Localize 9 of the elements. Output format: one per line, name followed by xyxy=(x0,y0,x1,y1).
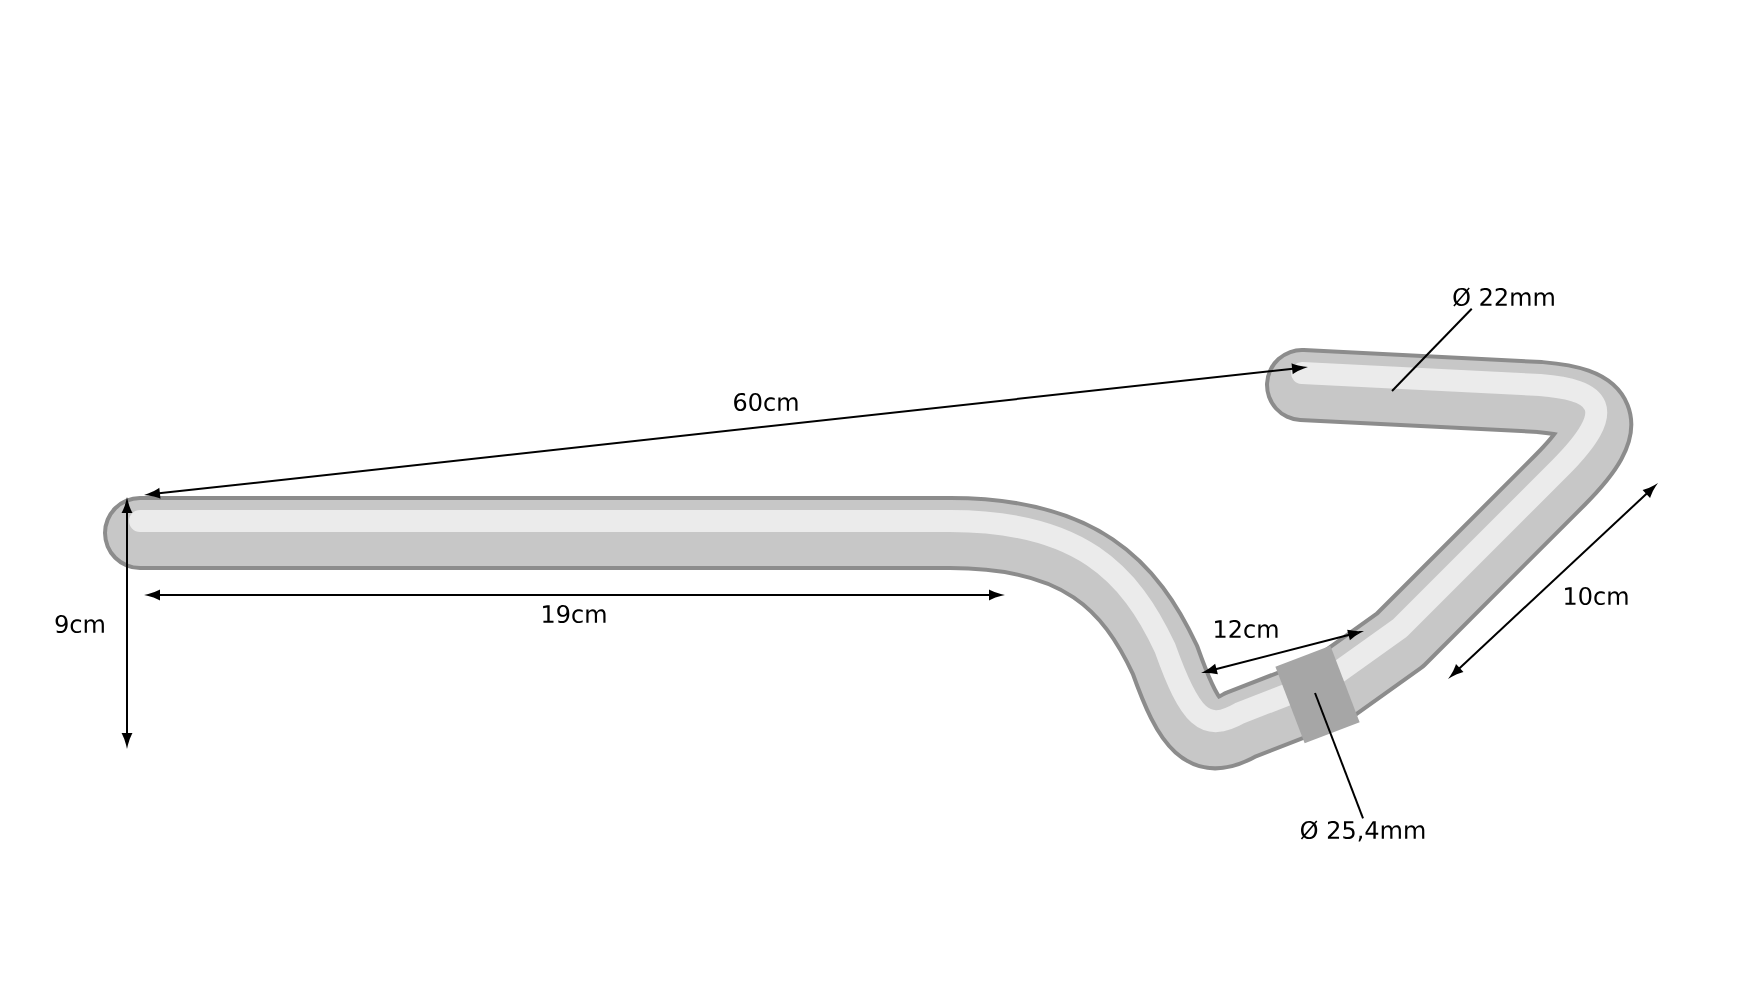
leader-line xyxy=(1391,307,1473,392)
dimension-label: 19cm xyxy=(543,604,606,624)
dimension-label: Ø 22mm xyxy=(1453,287,1554,307)
dimension-label: 12cm xyxy=(1215,619,1278,639)
dimension-label: 9cm xyxy=(55,614,104,634)
dimension-label: 10cm xyxy=(1565,586,1628,606)
dimension-label: Ø 25,4mm xyxy=(1300,820,1425,842)
dimension-label: 60cm xyxy=(734,392,798,412)
leader-line xyxy=(1314,692,1364,820)
